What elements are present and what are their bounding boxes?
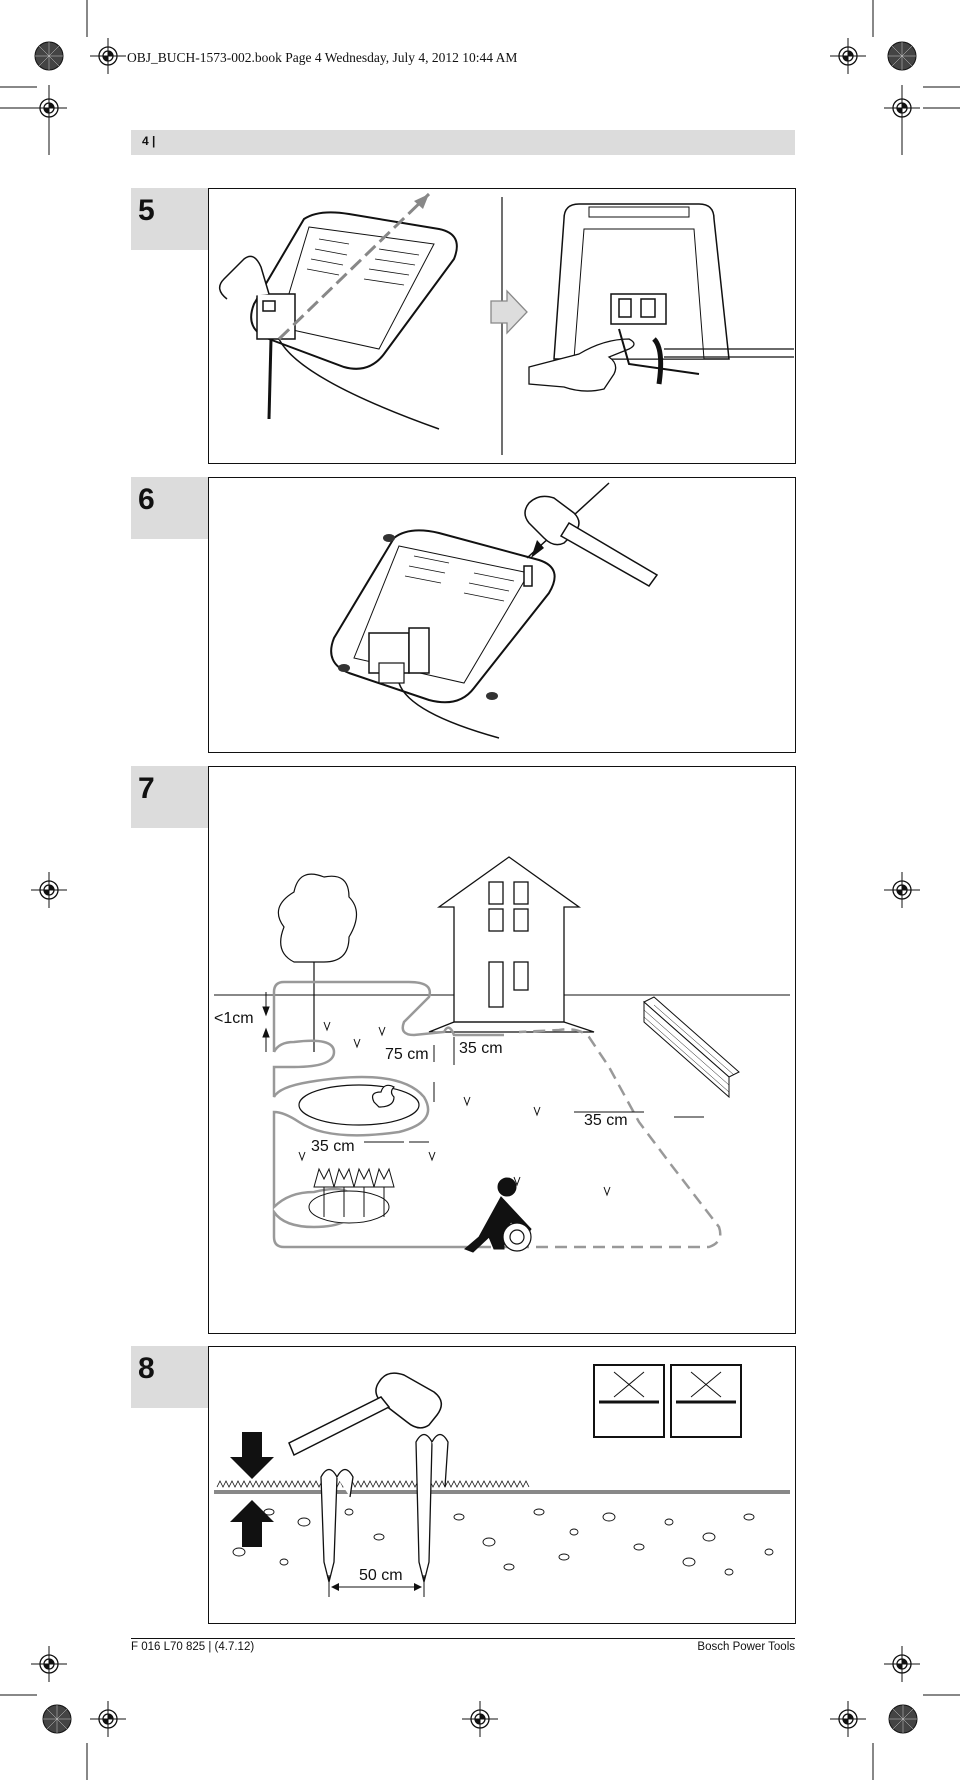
charging-station-plate	[250, 211, 458, 370]
tree	[277, 873, 358, 1052]
figure-number-8: 8	[131, 1346, 208, 1408]
peg-right	[415, 1433, 449, 1583]
duck-icon	[371, 1084, 396, 1108]
footer-brand: Bosch Power Tools	[697, 1641, 795, 1653]
pond	[298, 1084, 420, 1126]
hammer-icon	[288, 1372, 443, 1457]
label-flowers: 35 cm	[311, 1138, 355, 1155]
figure-5-box	[208, 188, 796, 464]
house	[428, 856, 595, 1033]
hammer-icon	[524, 495, 659, 587]
figure-7-box: <1cm 75 cm 35 cm 35 cm 35 cm	[208, 766, 796, 1334]
station-plate-pegged	[330, 529, 556, 704]
label-spacing: 50 cm	[359, 1567, 403, 1584]
figure-6-box	[208, 477, 796, 753]
peg-left	[320, 1468, 354, 1583]
label-house: 35 cm	[459, 1040, 503, 1057]
figure-number-6: 6	[131, 477, 208, 539]
label-height: <1cm	[214, 1010, 254, 1027]
footer-doc-ref: F 016 L70 825 | (4.7.12)	[131, 1641, 255, 1653]
header-band	[131, 130, 795, 155]
page-number: 4 |	[142, 134, 156, 148]
inset-wrong-1	[593, 1364, 665, 1438]
footer-rule	[131, 1638, 795, 1639]
brick-wall	[643, 996, 740, 1099]
charging-station-front	[553, 203, 730, 360]
print-info-line: OBJ_BUCH-1573-002.book Page 4 Wednesday,…	[127, 50, 518, 65]
flower-bed	[308, 1167, 395, 1224]
hand-plugging	[528, 338, 635, 392]
figure-8-box: 50 cm	[208, 1346, 796, 1624]
inset-wrong-2	[670, 1364, 742, 1438]
wire-roll	[502, 1222, 532, 1252]
peg-holes	[338, 534, 498, 700]
label-pond: 75 cm	[385, 1046, 429, 1063]
figure-number-5: 5	[131, 188, 208, 250]
arrow-right-icon	[490, 289, 528, 335]
depth-arrows	[230, 1432, 274, 1547]
figure-number-7: 7	[131, 766, 208, 828]
boundary-wire	[272, 980, 504, 1249]
label-wall: 35 cm	[584, 1112, 628, 1129]
